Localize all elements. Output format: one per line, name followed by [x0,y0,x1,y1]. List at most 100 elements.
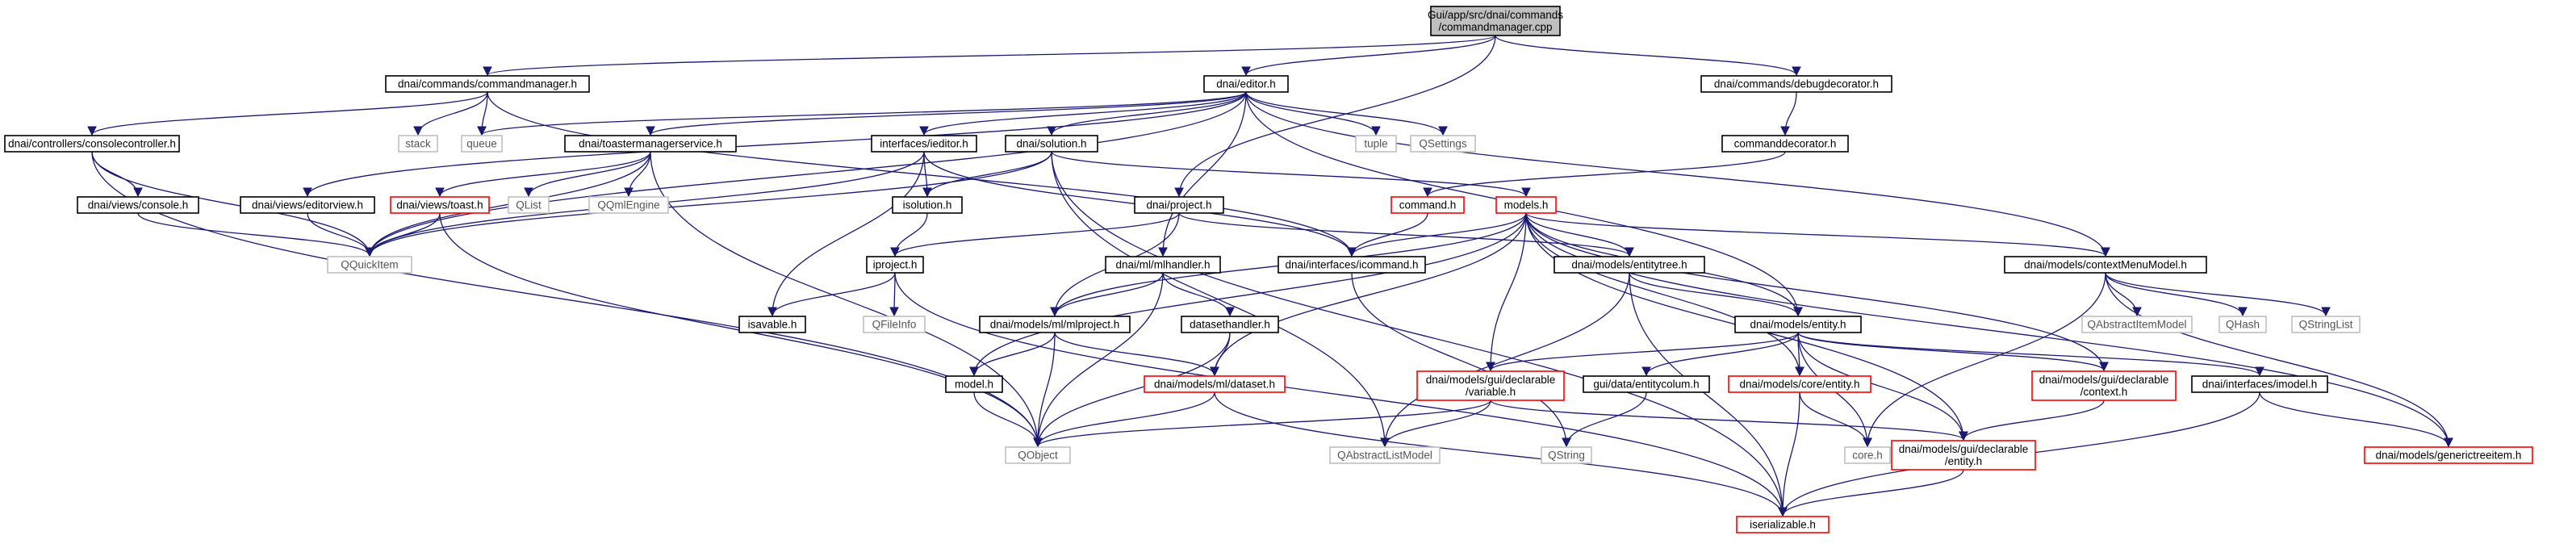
node-console[interactable]: dnai/views/console.h [77,196,199,214]
node-label: Gui/app/src/dnai/commands [1428,9,1563,21]
node-model[interactable]: model.h [945,375,1003,393]
node-command[interactable]: command.h [1390,196,1465,214]
node-root[interactable]: Gui/app/src/dnai/commands/commandmanager… [1428,6,1563,36]
edge-iproject-to-isavable [767,272,896,317]
node-label: dnai/models/gui/declarable [1899,443,2029,455]
node-label: model.h [955,379,993,391]
node-label: iproject.h [873,259,918,271]
node-mlproject[interactable]: dnai/models/ml/mlproject.h [979,316,1131,333]
node-box [1005,446,1071,464]
node-guientity[interactable]: dnai/models/gui/declarable/entity.h [1891,440,2036,471]
edge-editor-to-mlhandler [1158,91,1247,257]
node-box [1844,446,1891,464]
node-qabslist: QAbstractListModel [1329,446,1441,464]
edge-variable-to-qabslist [1380,399,1491,448]
edge-models-to-coreentity [1525,212,1804,377]
node-box [892,196,963,214]
node-icommand[interactable]: dnai/interfaces/icommand.h [1278,256,1426,274]
node-toastmgr[interactable]: dnai/toastermanagerservice.h [564,135,737,153]
node-box [398,135,438,153]
node-ctxmenu[interactable]: dnai/models/contextMenuModel.h [2004,256,2207,274]
node-label: dnai/commands/commandmanager.h [398,78,577,90]
node-label: /entity.h [1945,455,1982,467]
node-box [738,316,806,333]
node-solution[interactable]: dnai/solution.h [1005,135,1098,153]
edge-editor-to-tuple [1245,91,1381,136]
node-box [240,196,375,214]
node-iproject[interactable]: iproject.h [866,256,924,274]
node-box [1410,135,1476,153]
node-entitycolum[interactable]: gui/data/entitycolum.h [1583,375,1710,393]
node-isolution[interactable]: isolution.h [892,196,963,214]
node-box [1278,256,1426,274]
node-generictree[interactable]: dnai/models/generictreeitem.h [2364,446,2533,464]
edge-datasethandler-to-dataset [1210,332,1231,377]
node-label: dnai/project.h [1146,199,1211,211]
edge-imodel-to-generictree [2259,391,2453,448]
node-box [979,316,1131,333]
edge-dataset-to-qobject [1033,391,1215,448]
node-box [871,135,977,153]
node-dataset[interactable]: dnai/models/ml/dataset.h [1144,375,1286,393]
node-label: dnai/models/gui/declarable [2039,374,2169,386]
node-box [2031,370,2177,401]
edge-editor-to-ctxmenu [1245,91,2110,257]
edge-root-to-cmdmgr [483,35,1496,77]
node-cmddec[interactable]: commanddecorator.h [1721,135,1849,153]
node-imodel[interactable]: dnai/interfaces/imodel.h [2191,375,2328,393]
node-isavable[interactable]: isavable.h [738,316,806,333]
node-label: dnai/controllers/consolecontroller.h [8,138,176,150]
edge-solution-to-models [1051,151,1531,198]
edge-context-to-guientity [1959,399,2105,441]
node-box [1329,446,1441,464]
node-editorview[interactable]: dnai/views/editorview.h [240,196,375,214]
node-label: dnai/views/console.h [88,199,189,211]
edge-mlproject-to-model [969,332,1056,377]
node-mlhandler[interactable]: dnai/ml/mlhandler.h [1105,256,1221,274]
node-debugdec[interactable]: dnai/commands/debugdecorator.h [1700,75,1892,93]
edge-project-to-iproject [890,212,1180,257]
node-toast[interactable]: dnai/views/toast.h [390,196,490,214]
node-variable[interactable]: dnai/models/gui/declarable/variable.h [1416,370,1565,401]
node-label: /commandmanager.cpp [1438,21,1552,33]
node-box [1355,135,1397,153]
node-context[interactable]: dnai/models/gui/declarable/context.h [2031,370,2177,401]
node-box [1736,516,1830,533]
edge-editor-to-solution [1047,91,1247,136]
node-box [385,75,590,93]
node-entity[interactable]: dnai/models/entity.h [1734,316,1862,333]
edge-coreentity-to-iserializable [1778,391,1800,517]
node-box [2004,256,2207,274]
edge-models-to-icommand [1347,212,1527,257]
edge-editor-to-editorview [303,91,1247,198]
node-iserializable[interactable]: iserializable.h [1736,516,1830,533]
node-stack: stack [398,135,438,153]
node-cmdmgr[interactable]: dnai/commands/commandmanager.h [385,75,590,93]
edge-root-to-debugdec [1495,35,1801,77]
edge-entity-to-entitycolum [1641,332,1799,377]
edge-models-to-dataset [1210,212,1527,377]
node-models[interactable]: models.h [1495,196,1557,214]
node-consolectrl[interactable]: dnai/controllers/consolecontroller.h [4,135,180,153]
edge-root-to-editor [1241,35,1496,77]
node-editor[interactable]: dnai/editor.h [1203,75,1289,93]
edge-dataset-to-iserializable [1214,391,1788,517]
node-qabsitem: QAbstractItemModel [2081,316,2193,333]
node-ieditor[interactable]: interfaces/ieditor.h [871,135,977,153]
node-label: QSettings [1419,138,1467,150]
node-coreentity[interactable]: dnai/models/core/entity.h [1728,375,1871,393]
node-label: isolution.h [903,199,952,211]
node-box [1144,375,1286,393]
edge-isolution-to-iproject [890,212,928,257]
node-label: dnai/editor.h [1216,78,1276,90]
edge-ctxmenu-to-coreh [1863,272,2106,448]
edge-toastmgr-to-qobject [650,151,1043,448]
edge-editor-to-qquickitem [365,91,1247,257]
node-project[interactable]: dnai/project.h [1134,196,1224,214]
node-label: interfaces/ieditor.h [880,138,968,150]
node-label: iserializable.h [1750,519,1816,531]
node-box [1181,316,1279,333]
node-datasethandler[interactable]: datasethandler.h [1181,316,1279,333]
node-entitytree[interactable]: dnai/models/entitytree.h [1554,256,1705,274]
node-coreh: core.h [1844,446,1891,464]
